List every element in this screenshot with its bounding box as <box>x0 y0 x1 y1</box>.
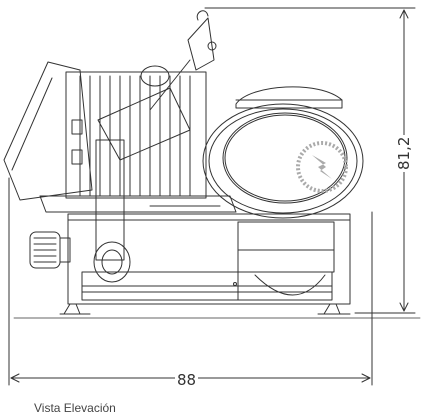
width-dimension <box>8 177 373 386</box>
lightning-icon <box>296 141 348 193</box>
width-dimension-label: 88 <box>175 371 199 389</box>
carriage-tray <box>3 61 237 213</box>
machine-base <box>59 213 351 315</box>
view-caption: Vista Elevación <box>34 401 116 415</box>
carriage-arm <box>95 10 217 261</box>
blade-guard <box>235 86 343 109</box>
thickness-knob <box>29 231 71 269</box>
carriage-knob <box>93 241 131 283</box>
height-dimension <box>204 7 416 314</box>
blade-disc <box>202 103 364 219</box>
height-dimension-label: 81,2 <box>395 134 413 172</box>
